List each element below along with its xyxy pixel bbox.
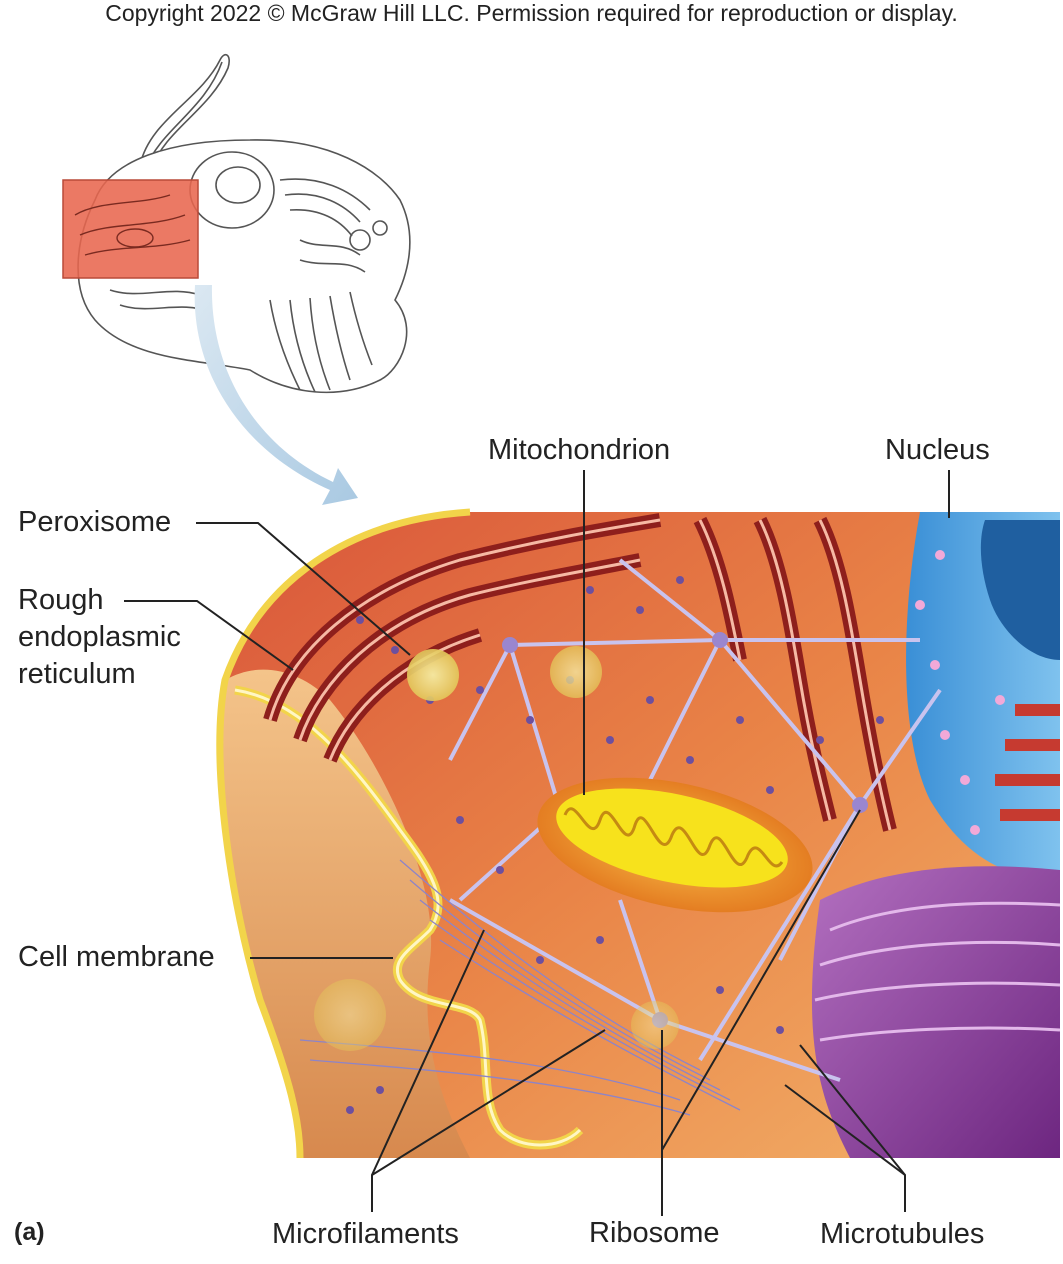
mitochondrion bbox=[537, 777, 813, 913]
label-rough-er-line2: endoplasmic bbox=[18, 621, 181, 653]
cell-cutaway bbox=[216, 508, 1061, 1159]
label-microfilaments: Microfilaments bbox=[272, 1218, 459, 1250]
label-microtubules: Microtubules bbox=[820, 1218, 985, 1250]
golgi-apparatus bbox=[811, 866, 1060, 1158]
cytoskeleton-network bbox=[448, 558, 942, 1082]
nuclear-pores bbox=[915, 550, 1005, 835]
label-mitochondrion: Mitochondrion bbox=[488, 434, 671, 466]
vesicle-2 bbox=[631, 1001, 679, 1049]
cut-face bbox=[219, 669, 470, 1158]
panel-label: (a) bbox=[14, 1218, 45, 1246]
cell-membrane-edge bbox=[216, 508, 471, 1159]
label-cell-membrane: Cell membrane bbox=[18, 941, 215, 973]
nucleus-interior bbox=[980, 520, 1060, 660]
label-rough-er-line1: Rough bbox=[18, 584, 104, 616]
leader-lines bbox=[124, 470, 950, 1216]
copyright-notice: Copyright 2022 © McGraw Hill LLC. Permis… bbox=[105, 0, 958, 26]
label-nucleus: Nucleus bbox=[885, 434, 990, 466]
ribosomes bbox=[346, 576, 884, 1114]
vesicle bbox=[314, 979, 386, 1051]
label-peroxisome: Peroxisome bbox=[18, 506, 172, 538]
zoom-arrow bbox=[194, 285, 358, 505]
peroxisome-2 bbox=[550, 646, 602, 698]
inset-highlight-detail bbox=[74, 194, 191, 256]
label-ribosome: Ribosome bbox=[589, 1217, 720, 1249]
label-rough-er-line3: reticulum bbox=[18, 658, 136, 690]
peroxisome bbox=[407, 649, 459, 701]
